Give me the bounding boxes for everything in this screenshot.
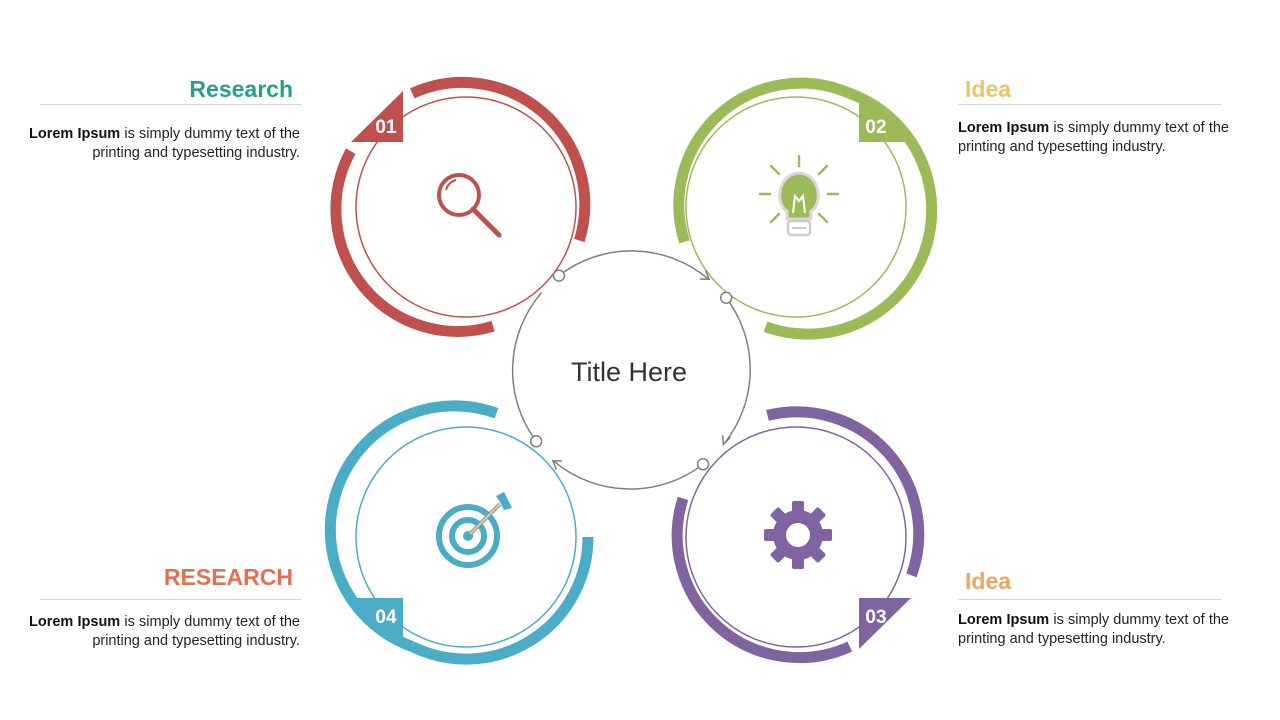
bold-lead: Lorem Ipsum [958, 120, 1050, 136]
arrow-arc [558, 250, 709, 280]
arrow-arc [724, 297, 751, 444]
arrow-arc [511, 291, 543, 442]
inner-ring [355, 96, 577, 318]
arrow-arc [553, 460, 704, 490]
step-number: 02 [865, 117, 886, 138]
arrow-head [721, 434, 732, 447]
target-icon [436, 492, 512, 568]
outer-ring-arc [330, 148, 495, 337]
arrow-head [699, 270, 711, 281]
number-tab [859, 91, 911, 142]
circle-step-03: 03 [671, 406, 925, 664]
step-number: 04 [375, 607, 397, 628]
step-description-02: Lorem Ipsum is simply dummy text of the … [958, 119, 1229, 157]
magnifier-icon [437, 173, 502, 238]
outer-ring-arc [324, 400, 499, 652]
description-text: is simply dummy text of the printing and… [958, 120, 1229, 155]
number-tab [859, 598, 911, 649]
connector-dot [719, 291, 733, 304]
step-number: 03 [865, 607, 886, 628]
connector-dot [696, 458, 710, 471]
bold-lead: Lorem Ipsum [29, 614, 121, 630]
step-number: 01 [375, 117, 397, 138]
connector-dot [529, 435, 543, 448]
step-heading-03: Idea [965, 568, 1012, 594]
divider [40, 599, 302, 600]
step-heading-04: RESEARCH [163, 564, 293, 590]
arrow-head [551, 459, 563, 470]
inner-ring [355, 426, 577, 648]
outer-ring-arc [409, 536, 594, 665]
circle-step-02: 02 [673, 77, 938, 340]
center-circle [511, 250, 751, 490]
divider [958, 104, 1222, 105]
outer-ring-arc [763, 88, 938, 340]
center-title: Title Here [571, 357, 687, 387]
number-tab [351, 598, 403, 649]
outer-ring-arc [673, 77, 852, 244]
inner-ring [685, 426, 907, 648]
outer-ring-arc [409, 76, 591, 243]
divider [958, 599, 1222, 600]
outer-ring-arc [766, 406, 925, 578]
step-description-04: Lorem Ipsum is simply dummy text of the … [29, 613, 300, 651]
outer-ring-arc [671, 496, 853, 664]
divider [40, 104, 302, 105]
step-heading-01: Research [189, 76, 293, 102]
circle-step-01: 01 [330, 76, 591, 337]
bold-lead: Lorem Ipsum [958, 612, 1050, 628]
circle-step-04: 04 [324, 400, 594, 665]
number-tab [351, 91, 403, 142]
gear-icon [764, 501, 832, 569]
step-description-01: Lorem Ipsum is simply dummy text of the … [29, 125, 300, 163]
lightbulb-icon [758, 154, 840, 237]
description-text: is simply dummy text of the printing and… [958, 612, 1229, 647]
step-heading-02: Idea [965, 76, 1012, 102]
description-text: is simply dummy text of the printing and… [92, 126, 300, 161]
bold-lead: Lorem Ipsum [29, 126, 121, 142]
description-text: is simply dummy text of the printing and… [92, 614, 300, 649]
inner-ring [685, 96, 907, 318]
step-description-03: Lorem Ipsum is simply dummy text of the … [958, 611, 1229, 649]
connector-dot [552, 269, 566, 282]
